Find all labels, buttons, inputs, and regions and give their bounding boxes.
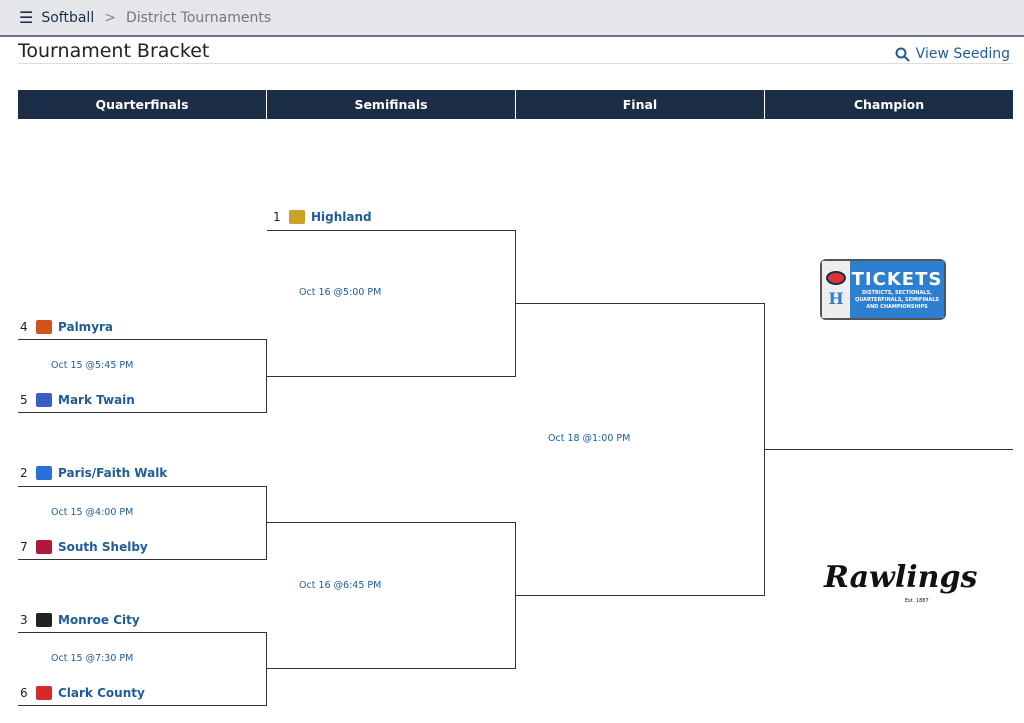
team-name[interactable]: Mark Twain (58, 393, 135, 407)
seed: 7 (20, 540, 28, 554)
palmyra-logo-icon (36, 320, 52, 334)
game-date[interactable]: Oct 16 @6:45 PM (299, 580, 382, 591)
page-title: Tournament Bracket (18, 40, 210, 62)
team-name[interactable]: Monroe City (58, 613, 140, 627)
bracket-line (266, 632, 267, 706)
team-palmyra[interactable]: 4 Palmyra (20, 319, 113, 335)
clark-county-logo-icon (36, 686, 52, 700)
bracket-line (18, 486, 267, 487)
search-icon (895, 47, 910, 62)
bracket-line (764, 303, 765, 596)
bracket-line (515, 522, 516, 669)
rawlings-logo: Rawlings (824, 560, 978, 595)
bracket-line (267, 230, 516, 231)
team-name[interactable]: Clark County (58, 686, 145, 700)
rawlings-est: Est. 1887 (905, 598, 929, 604)
bracket-line (267, 522, 516, 523)
tickets-subtitle: DISTRICTS, SECTIONALS, QUARTERFINALS, SE… (854, 289, 940, 310)
h-logo-icon: H (828, 289, 844, 308)
team-name[interactable]: Highland (311, 210, 372, 224)
view-seeding-label: View Seeding (915, 46, 1010, 62)
bracket-line (18, 632, 267, 633)
breadcrumb-softball[interactable]: Softball (41, 9, 95, 26)
breadcrumb-separator: > (104, 9, 116, 26)
team-clark-county[interactable]: 6 Clark County (20, 685, 145, 701)
title-divider (18, 63, 1013, 64)
game-date[interactable]: Oct 15 @4:00 PM (51, 507, 134, 518)
header-semifinals: Semifinals (267, 90, 515, 119)
header-champion: Champion (765, 90, 1013, 119)
highland-logo-icon (289, 210, 305, 224)
breadcrumb-district-tournaments: District Tournaments (125, 9, 272, 26)
view-seeding-link[interactable]: View Seeding (895, 46, 1010, 62)
bracket-line (516, 303, 765, 304)
top-bar: ☰ Softball > District Tournaments (0, 0, 1024, 37)
paris-logo-icon (36, 466, 52, 480)
bracket-line (18, 559, 267, 560)
champion-line (765, 449, 1013, 450)
team-south-shelby[interactable]: 7 South Shelby (20, 539, 148, 555)
mshsaa-logo-icon (826, 271, 846, 285)
seed: 1 (273, 210, 281, 224)
game-date[interactable]: Oct 16 @5:00 PM (299, 287, 382, 298)
bracket-line (266, 486, 267, 560)
team-paris[interactable]: 2 Paris/Faith Walk (20, 465, 167, 481)
tickets-title: TICKETS (851, 268, 943, 290)
team-name[interactable]: Paris/Faith Walk (58, 466, 168, 480)
bracket-line (516, 595, 765, 596)
mark-twain-logo-icon (36, 393, 52, 407)
bracket-line (266, 339, 267, 413)
bracket-line (18, 412, 267, 413)
bracket-line (18, 705, 267, 706)
bracket-line (267, 376, 516, 377)
bracket-line (267, 668, 516, 669)
seed: 6 (20, 686, 28, 700)
seed: 3 (20, 613, 28, 627)
seed: 4 (20, 320, 28, 334)
game-date[interactable]: Oct 15 @5:45 PM (51, 360, 134, 371)
south-shelby-logo-icon (36, 540, 52, 554)
team-monroe-city[interactable]: 3 Monroe City (20, 612, 140, 628)
seed: 2 (20, 466, 28, 480)
monroe-city-logo-icon (36, 613, 52, 627)
header-quarterfinals: Quarterfinals (18, 90, 266, 119)
seed: 5 (20, 393, 28, 407)
game-date[interactable]: Oct 18 @1:00 PM (548, 433, 631, 444)
team-name[interactable]: Palmyra (58, 320, 114, 334)
team-highland[interactable]: 1 Highland (273, 209, 372, 225)
team-name[interactable]: South Shelby (58, 540, 148, 554)
bracket-line (18, 339, 267, 340)
game-date[interactable]: Oct 15 @7:30 PM (51, 653, 134, 664)
header-final: Final (516, 90, 764, 119)
team-mark-twain[interactable]: 5 Mark Twain (20, 392, 135, 408)
bracket-line (515, 230, 516, 377)
hamburger-icon[interactable]: ☰ (19, 8, 34, 27)
